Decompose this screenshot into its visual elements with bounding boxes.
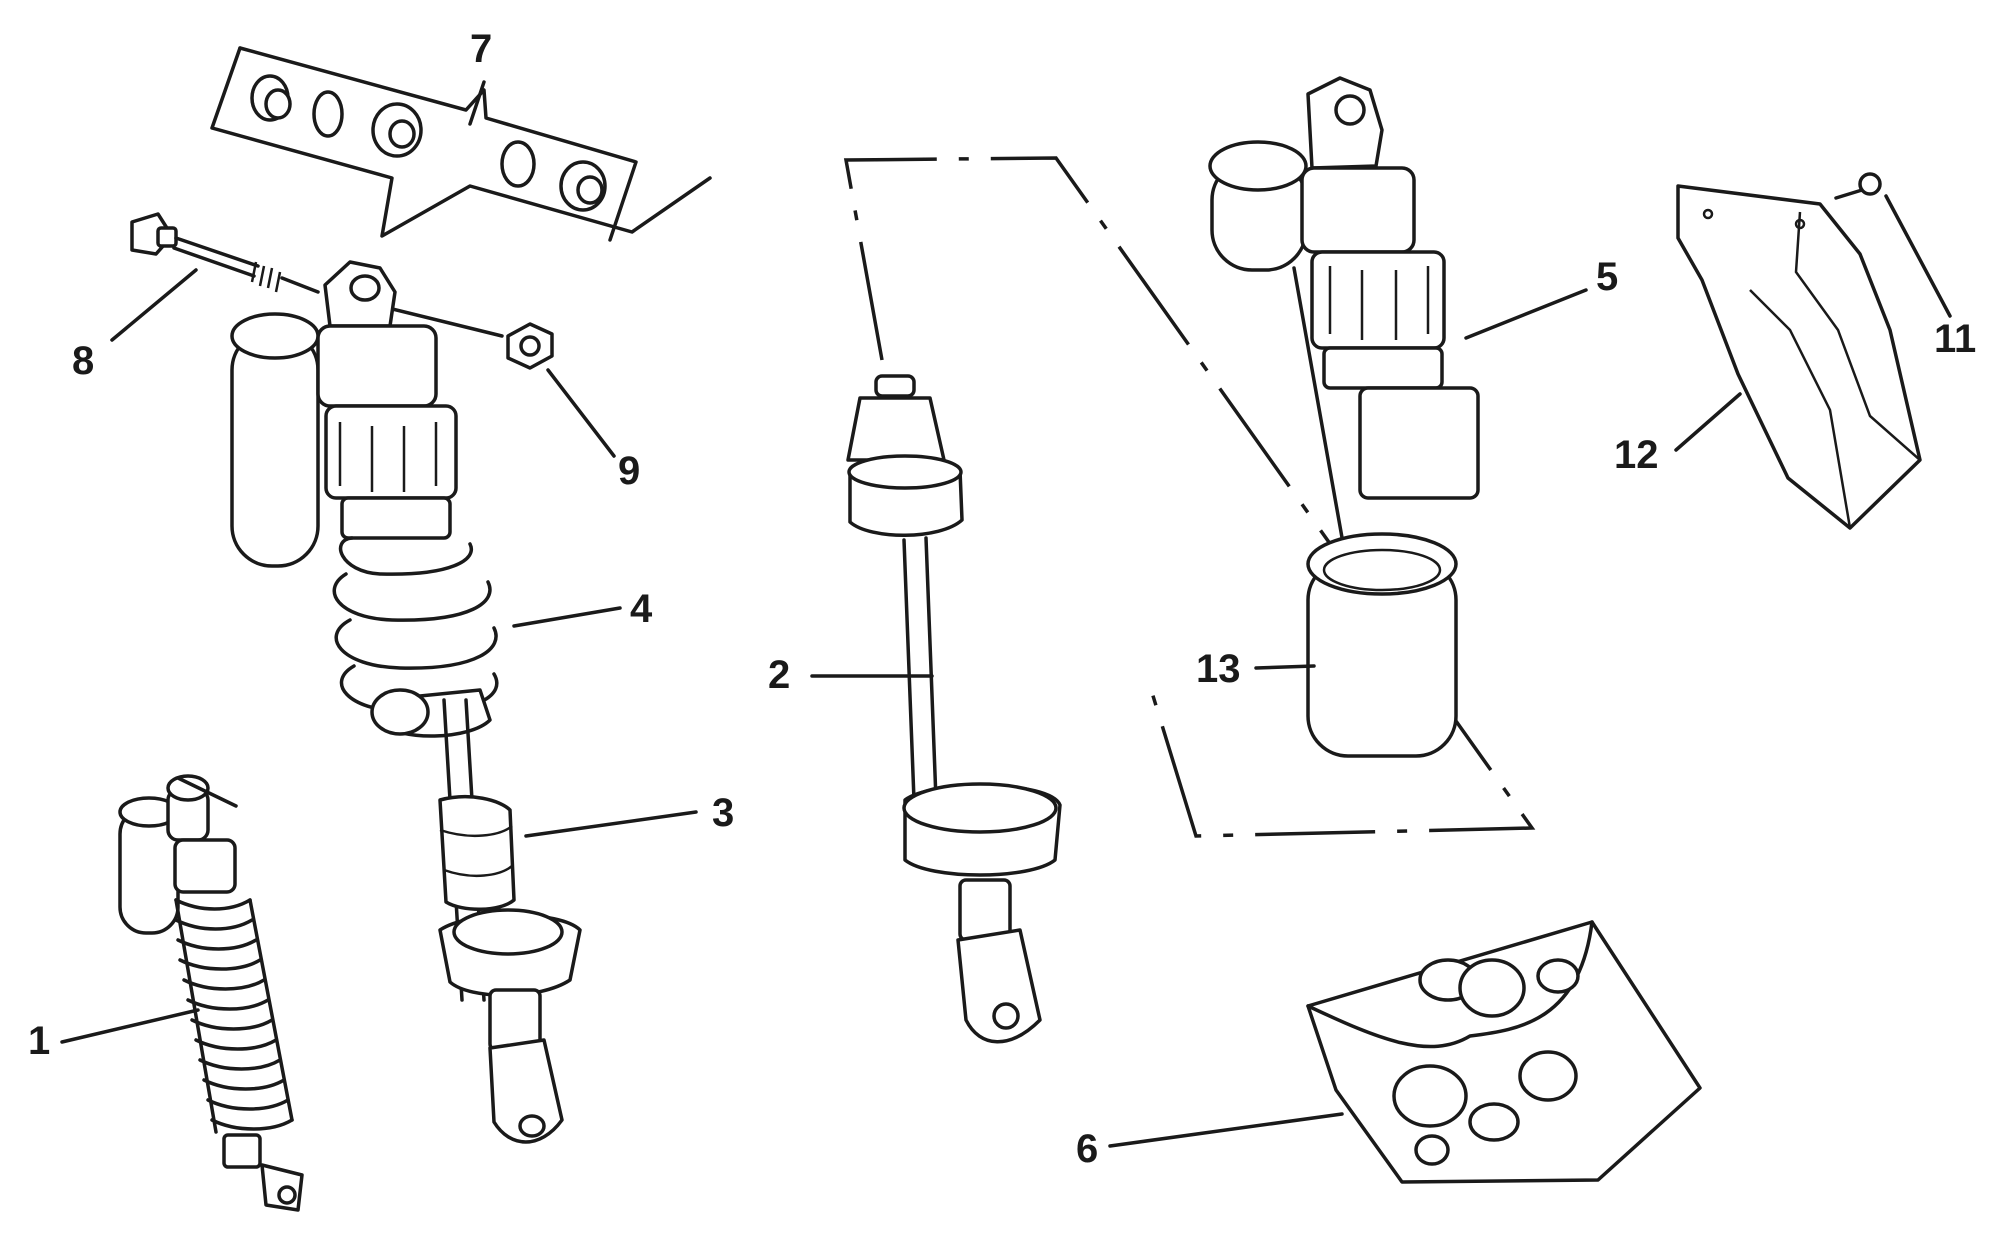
part-4-shock-with-spring <box>230 260 499 1002</box>
callout-labels: 1 2 3 4 5 6 7 8 9 11 12 13 <box>28 27 1976 1171</box>
part-8-bolt <box>130 212 320 294</box>
callout-8: 8 <box>72 339 94 383</box>
part-3-bump-rubber <box>438 795 582 1144</box>
callout-11: 11 <box>1934 317 1976 361</box>
part-6-seal-kit <box>1306 920 1702 1184</box>
callout-7: 7 <box>470 27 492 71</box>
part-5-shock-body <box>1208 76 1480 500</box>
part-1-complete-shock <box>118 774 304 1212</box>
callout-5: 5 <box>1596 255 1618 299</box>
callout-4: 4 <box>630 587 653 631</box>
part-12-mudguard <box>1676 184 1922 530</box>
callout-12: 12 <box>1614 433 1659 477</box>
leader-lines <box>60 80 1952 1148</box>
group-bracket <box>843 156 1536 838</box>
callout-1: 1 <box>28 1019 50 1063</box>
callout-2: 2 <box>768 653 790 697</box>
callout-13: 13 <box>1196 647 1241 691</box>
callout-6: 6 <box>1076 1127 1098 1171</box>
part-9-nut <box>370 302 554 370</box>
callout-9: 9 <box>618 449 640 493</box>
part-7-bushing-kit <box>210 46 712 242</box>
part-2-shock-shaft <box>846 374 1062 1044</box>
callout-3: 3 <box>712 791 734 835</box>
part-11-screw <box>1834 172 1882 200</box>
part-13-spacer-sleeve <box>1292 266 1458 758</box>
